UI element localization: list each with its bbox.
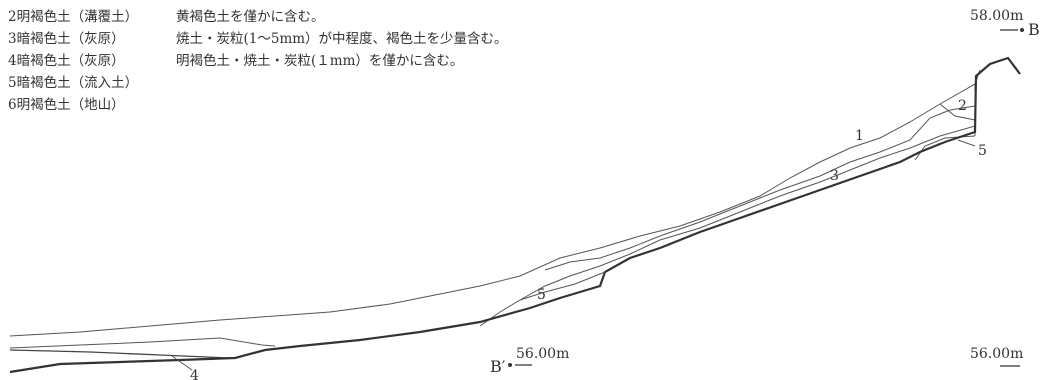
legend-layer-label: 2明褐色土（溝覆土）	[8, 9, 139, 25]
boundary-layer4-top	[9, 349, 231, 359]
legend-layer-label: 3暗褐色土（灰原）	[8, 31, 125, 47]
boundary-topsoil-surface	[9, 69, 981, 337]
legend-layer-desc: 明褐色土・焼土・炭粒(１mm）を僅かに含む。	[176, 53, 464, 69]
legend-layer-label: 4暗褐色土（灰原）	[8, 53, 125, 69]
layer-number-5-right: 5	[978, 143, 987, 159]
legend-layer-label: 6明褐色土（地山）	[8, 97, 125, 113]
elevation-label-bottom-center: 56.00m	[516, 346, 569, 362]
boundary-layer5-right	[914, 135, 976, 161]
legend-row-6: 6明褐色土（地山）	[8, 94, 508, 116]
elevation-label-top: 58.00m	[970, 8, 1023, 24]
section-point-b: B	[1028, 20, 1040, 39]
section-point-dot-b-prime	[508, 363, 512, 367]
section-point-dot-b	[1020, 28, 1024, 32]
legend-row-2: 2明褐色土（溝覆土） 黄褐色土を僅かに含む。	[8, 6, 508, 28]
layer-number-5-left: 5	[537, 287, 546, 303]
leader-layer4	[171, 355, 193, 371]
ground-surface-line	[9, 56, 1021, 374]
layer-number-2: 2	[958, 98, 967, 114]
elevation-label-bottom-right: 56.00m	[970, 346, 1023, 362]
layer5-pocket	[519, 271, 606, 301]
layer-legend: 2明褐色土（溝覆土） 黄褐色土を僅かに含む。 3暗褐色土（灰原） 焼土・炭粒(1～5…	[8, 6, 508, 116]
layer-number-3: 3	[830, 168, 839, 184]
leader-layer5-right	[957, 139, 976, 147]
boundary-layer1-inner	[544, 105, 976, 271]
boundary-layer1-layer3	[9, 125, 976, 349]
legend-row-5: 5暗褐色土（流入土）	[8, 72, 508, 94]
layer-number-1: 1	[855, 128, 864, 144]
section-point-b-prime: B′	[490, 357, 506, 376]
layer-number-4: 4	[190, 368, 199, 380]
legend-layer-desc: 焼土・炭粒(1～5mm）が中程度、褐色土を少量含む。	[176, 31, 508, 47]
legend-layer-label: 5暗褐色土（流入土）	[8, 75, 139, 91]
legend-row-4: 4暗褐色土（灰原） 明褐色土・焼土・炭粒(１mm）を僅かに含む。	[8, 50, 508, 72]
legend-row-3: 3暗褐色土（灰原） 焼土・炭粒(1～5mm）が中程度、褐色土を少量含む。	[8, 28, 508, 50]
legend-layer-desc: 黄褐色土を僅かに含む。	[176, 9, 325, 25]
